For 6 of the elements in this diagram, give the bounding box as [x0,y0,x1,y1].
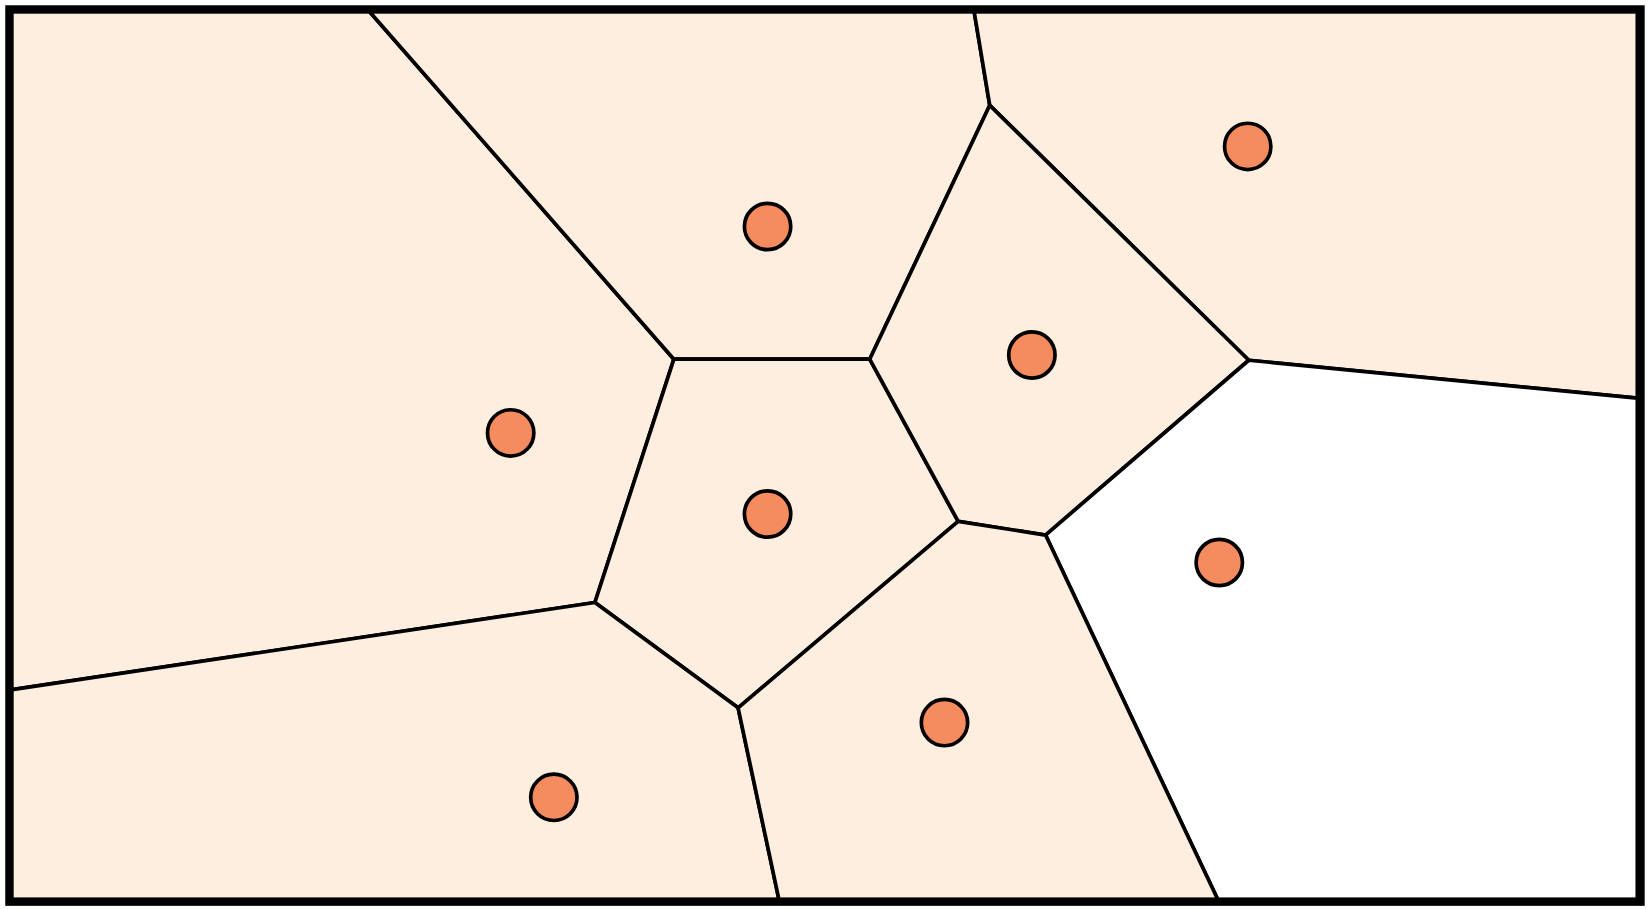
site-dot [1222,121,1273,172]
site-dot [1006,329,1057,380]
site-dot [1194,537,1245,588]
site-dot [742,201,793,252]
site-dot [528,772,579,823]
site-dot [919,697,970,748]
